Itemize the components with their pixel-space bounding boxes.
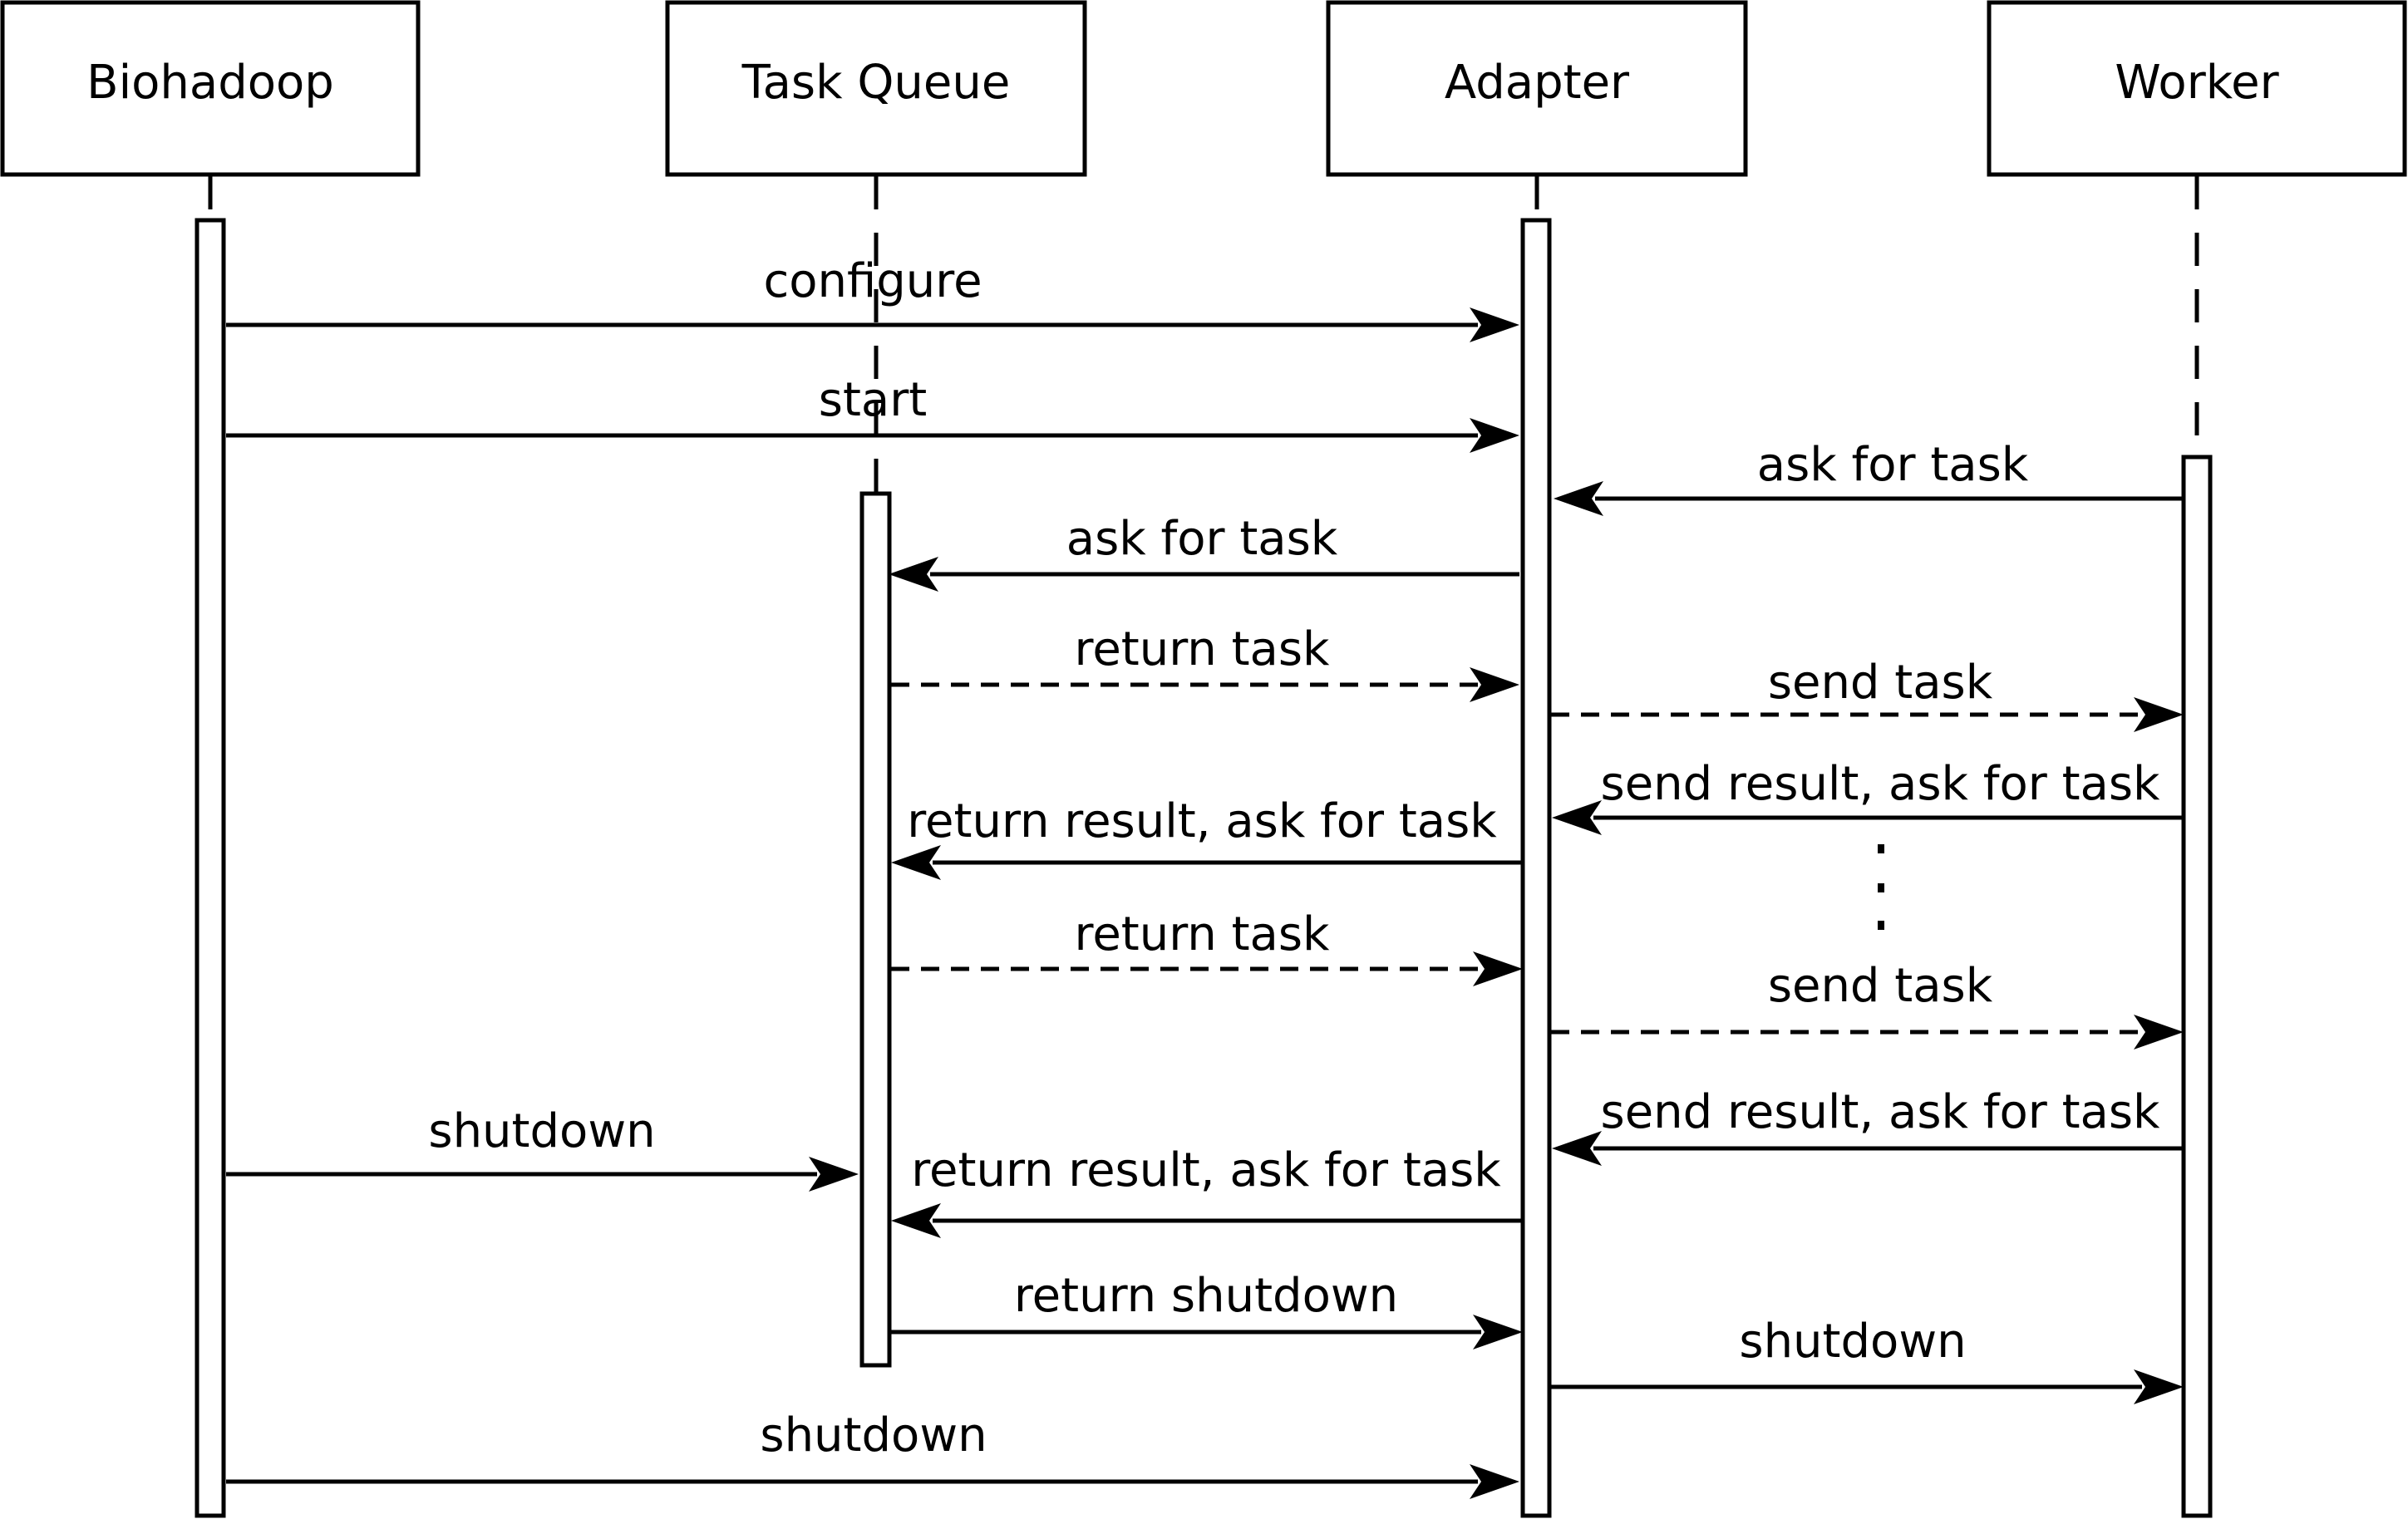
message-label: ask for task [1066,512,1338,566]
message-11: send result, ask for task [1552,1085,2184,1166]
message-label: shutdown [1739,1315,1966,1369]
arrowhead-icon [889,557,938,592]
message-3: ask for task [1554,438,2184,516]
activation-adapter [1520,218,1552,1518]
message-label: shutdown [760,1408,987,1462]
activation-biohadoop [195,218,226,1518]
arrowhead-icon [2134,697,2184,732]
message-label: send result, ask for task [1601,1085,2160,1139]
arrowhead-icon [809,1157,859,1192]
message-label: send result, ask for task [1601,757,2160,811]
arrowhead-icon [2134,1369,2184,1404]
message-label: configure [763,254,982,308]
participant-taskqueue: Task Queue [665,0,1087,177]
message-8: return result, ask for task [891,794,1523,880]
arrowhead-icon [1552,1131,1602,1166]
message-label: send task [1768,959,1993,1013]
arrowhead-icon [1473,1315,1523,1349]
message-label: start [819,373,927,427]
message-5: return task [891,622,1519,702]
arrowhead-icon [2134,1015,2184,1050]
arrowhead-icon [891,1203,941,1238]
activation-taskqueue [859,491,892,1368]
activation-worker [2181,455,2213,1518]
arrowhead-icon [1470,1464,1519,1499]
arrowhead-icon [1470,307,1519,342]
participant-label-adapter: Adapter [1445,56,1630,110]
message-16: shutdown [226,1408,1519,1499]
message-label: return task [1075,622,1330,676]
arrowhead-icon [891,845,941,880]
message-label: return shutdown [1014,1269,1398,1323]
message-label: ask for task [1757,438,2029,492]
arrowhead-icon [1473,951,1523,986]
message-label: return result, ask for task [911,1143,1501,1197]
arrowhead-icon [1554,481,1603,516]
message-10: send task [1551,959,2184,1050]
participant-worker: Worker [1987,0,2407,177]
message-label: return task [1075,907,1330,961]
participant-label-worker: Worker [2115,56,2279,110]
message-12: shutdown [226,1104,859,1192]
arrowhead-icon [1470,418,1519,453]
message-7: send result, ask for task [1552,757,2184,835]
message-6: send task [1551,656,2184,732]
participant-adapter: Adapter [1326,0,1748,177]
participant-label-biohadoop: Biohadoop [86,56,334,110]
message-label: return result, ask for task [907,794,1497,848]
participant-biohadoop: Biohadoop [0,0,421,177]
message-13: return result, ask for task [891,1143,1523,1238]
message-1: configure [226,254,1519,342]
messages: configure start ask for task ask for task re… [226,254,2184,1499]
message-2: start [226,373,1519,453]
message-label: send task [1768,656,1993,710]
participant-label-taskqueue: Task Queue [741,56,1011,110]
message-14: return shutdown [891,1269,1523,1349]
arrowhead-icon [1470,667,1519,702]
arrowhead-icon [1552,800,1602,835]
message-4: ask for task [889,512,1519,592]
message-label: shutdown [428,1104,655,1158]
continuation-ellipsis [1878,844,1884,930]
message-15: shutdown [1551,1315,2184,1404]
message-9: return task [891,907,1523,986]
